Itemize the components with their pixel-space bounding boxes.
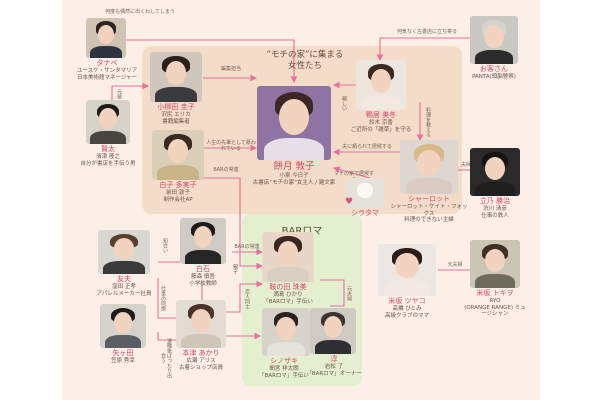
caption-kobayashi: 米坂 ツヤコ 高橋 ひとみ 高級クラブのママ [384,297,429,319]
arrow-okyakusan-kamo [376,37,470,62]
caption-yayano: 矢ヶ田 笠原 秀幸 [111,349,135,364]
caption-shiratori: 白子 多実子 前田 敦子 制作会社AP [159,181,197,203]
arrow-kenta-koyanagi [111,82,150,100]
relation-label-cooking: 料理を教える [425,107,431,137]
portrait-kenta [86,100,130,144]
caption-kenta: 賢太 濱津 隆之 自分が書店を手伝う男 [80,145,136,167]
relation-label-boyfriend: 元彼 [116,89,122,99]
arrow-shiratori-bar [203,177,264,270]
portrait-shinozaki [262,308,310,356]
relation-label-mutual-love: 親子 [232,264,238,274]
caption-kamo: 鴨居 美冬 鈴木 京香 ご近所の「雑草」を守る [350,111,412,133]
relation-label-ex-husband: 元夫婦 [447,262,463,268]
caption-shiraishi: シャーロット シャーロット・ケイト・フォックス 料理のできない主婦 [390,195,468,223]
caption-tachino: 立乃 勝治 渋川 清彦 仕事の鉄人 [479,197,511,219]
caption-shiroishi: 白石 藤森 慎吾 小学校教師 [189,265,217,287]
relation-label-tanabe-mochi: 何度も偶然に出くわしてしまう [105,9,175,15]
caption-kaoru: 米坂 トキヲ RYO (ORANGE RANGE) ミュージシャン [464,289,526,317]
line-tomoyuki-honda [157,278,176,319]
arrow-honda-maryu [226,280,264,313]
caption-koyanagi: 小柳田 圭子 沢尻 エリカ 書籍編集者 [157,103,195,125]
relation-label-husband: 夫婦 [460,162,471,168]
portrait-jun [310,308,356,354]
caption-maryu: 鞍の田 珠美 満島 ひかり 「BARロマ」手伝い [263,283,313,305]
bar-roma-group-title: BARロマ [248,222,356,237]
caption-mochi: 餅月 敦子 小泉 今日子 古書店“モチの家”女主人 / 雑文家 [252,161,336,186]
caption-tomoyuki: 友夫 窪田 正孝 アパレルメーカー社員 [96,275,152,297]
caption-tanabe: タナベ ユースケ・サンタマリア 日本美術館マネージャー [76,59,138,81]
relation-label-old-book: 何気なく古書店に立ち寄る [396,29,457,35]
relation-label-trust: 親しい [341,95,347,111]
relation-label-friend: 仕事の同僚 [160,285,166,311]
portrait-tanabe [86,18,126,58]
relation-label-bar-regular: BARの常連 [213,167,239,173]
caption-honda: 本津 あかり 広瀬 アリス 古着ショップ店員 [178,349,223,371]
portrait-okyakusan [470,16,518,64]
portrait-kamo [356,60,406,110]
portrait-shiratori [152,130,204,180]
line-jun-maryu [320,279,345,307]
caption-shinozaki: シノザキ 間宮 祥太朗 「BARロマ」手伝い [259,357,309,379]
heart-icon: ♥ [345,197,354,207]
portrait-kaoru [470,240,520,288]
portrait-mochi [257,86,331,160]
relation-label-ex-couple: 元夫婦 [346,285,352,301]
relation-label-neighbor: 夫に頼られて居候する [342,144,392,150]
relation-label-met-by-chance: 退職後ばったり出会う [160,338,172,378]
portrait-kobayashi [378,244,436,296]
portrait-tomoyuki [98,230,150,274]
mochi-house-group-title: “モチの家”に集まる 女性たち [266,50,344,71]
portrait-yayano [100,304,146,348]
portrait-maryu [262,232,314,282]
relation-label-editor: 編集担当 [220,66,241,72]
caption-jun: 淳 岩松 了 「BARロマ」オーナー [306,355,362,377]
relation-label-bar-regular-2: BARの常連 [234,244,260,250]
relation-label-partner: 恋人同士 [244,289,250,309]
line-yayano-honda [157,332,176,341]
relation-label-advice: 人生の先輩として慕われている [206,140,256,152]
relation-label-knows: 知合い [162,237,168,253]
portrait-shiroishi [180,218,226,264]
caption-okyakusan: お客さん PANTA(頭脳警察) [472,65,516,80]
portrait-honda [176,300,226,348]
portrait-tachino [470,148,520,196]
photo-cat-shiratama [346,178,384,208]
portrait-koyanagi [150,52,202,102]
caption-cat: シラタマ [351,209,379,217]
portrait-shiraishi [400,140,458,194]
